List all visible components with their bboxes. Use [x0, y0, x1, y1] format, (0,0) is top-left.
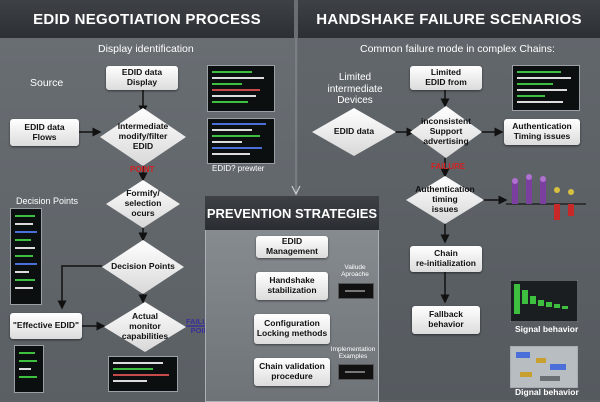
formify-diamond: Formify/ selection ocurs [106, 180, 180, 228]
source-label: Source [30, 77, 64, 89]
formify-label: Formify/ selection ocurs [124, 188, 162, 218]
monitor-capabilities-screenshot [108, 356, 178, 392]
authentication-timing-diamond: Authentication timing issues [406, 176, 484, 224]
prevention-title: PREVENTION STRATEGIES [205, 196, 379, 230]
edid-viewer-screenshot [207, 118, 275, 164]
failure-label: FAILURE [431, 162, 466, 171]
decision-points-diamond: Decision Points [102, 240, 184, 294]
left-panel-title: EDID NEGOTIATION PROCESS [0, 0, 294, 38]
right-subtitle: Common failure mode in complex Chains: [360, 43, 555, 55]
device-image-1 [338, 283, 374, 299]
actual-capabilities-label: Actual monitor capabilities [121, 311, 169, 341]
point-label: POINT [130, 165, 155, 174]
edid-management-box: EDID Management [256, 236, 328, 258]
failure-point-label: FAILURE POINT [186, 317, 219, 335]
limited-devices-label: Limited intermediate Devices [327, 72, 383, 106]
inconsistent-support-diamond: inconsistent Support advertising [410, 106, 482, 158]
edid-data-display-box: EDID data Display [106, 66, 178, 90]
left-subtitle: Display identification [98, 43, 194, 55]
edid-data-diamond: EDID data [312, 108, 396, 156]
device-caption-2: Implementation Examples [330, 346, 376, 361]
effective-edid-screenshot [14, 345, 44, 393]
intermediate-modify-label: Intermediate modify/filter EDID [117, 121, 169, 151]
effective-edid-box: "Effective EDID" [10, 313, 82, 339]
actual-capabilities-diamond: Actual monitor capabilities [104, 302, 186, 352]
authentication-timing-label: Authentication timing issues [415, 184, 475, 214]
limited-edid-from-box: Limited EDID from [410, 66, 482, 90]
decision-points-text: Decision Points [111, 261, 175, 272]
fallback-behavior-box: Fallback behavior [412, 306, 480, 334]
dignal-behavior-chart [510, 346, 578, 388]
intermediate-modify-diamond: Intermediate modify/filter EDID [100, 108, 186, 166]
edid-data-flows-box: EDID data Flows [10, 119, 79, 146]
right-panel-title: HANDSHAKE FAILURE SCENARIOS [298, 0, 600, 38]
edid-viewer-caption: EDID? prewter [212, 164, 265, 173]
decision-log-screenshot [10, 208, 42, 305]
handshake-stabilization-box: Handshake stabilization [256, 272, 328, 300]
authentication-timing-box: Authentication Timing issues [504, 119, 580, 145]
timing-bars-graphic [506, 174, 586, 220]
chain-reinitialization-box: Chain re-initialization [410, 246, 482, 272]
signal-behavior-chart [510, 280, 578, 322]
configuration-locking-box: Configuration Locking methods [254, 314, 330, 344]
decision-points-label: Decision Points [16, 196, 79, 206]
device-image-2 [338, 364, 374, 380]
inconsistent-support-label: inconsistent Support advertising [420, 116, 472, 146]
edid-data-label: EDID data [333, 126, 375, 137]
device-caption-1: Vailude Aproache [341, 264, 369, 279]
dignal-behavior-caption: Dignal behavior [515, 387, 579, 397]
edid-data-screenshot [207, 65, 275, 112]
signal-behavior-caption: Signal behavior [515, 324, 579, 334]
failure-log-screenshot [512, 65, 580, 111]
chain-validation-box: Chain validation procedure [254, 358, 330, 386]
